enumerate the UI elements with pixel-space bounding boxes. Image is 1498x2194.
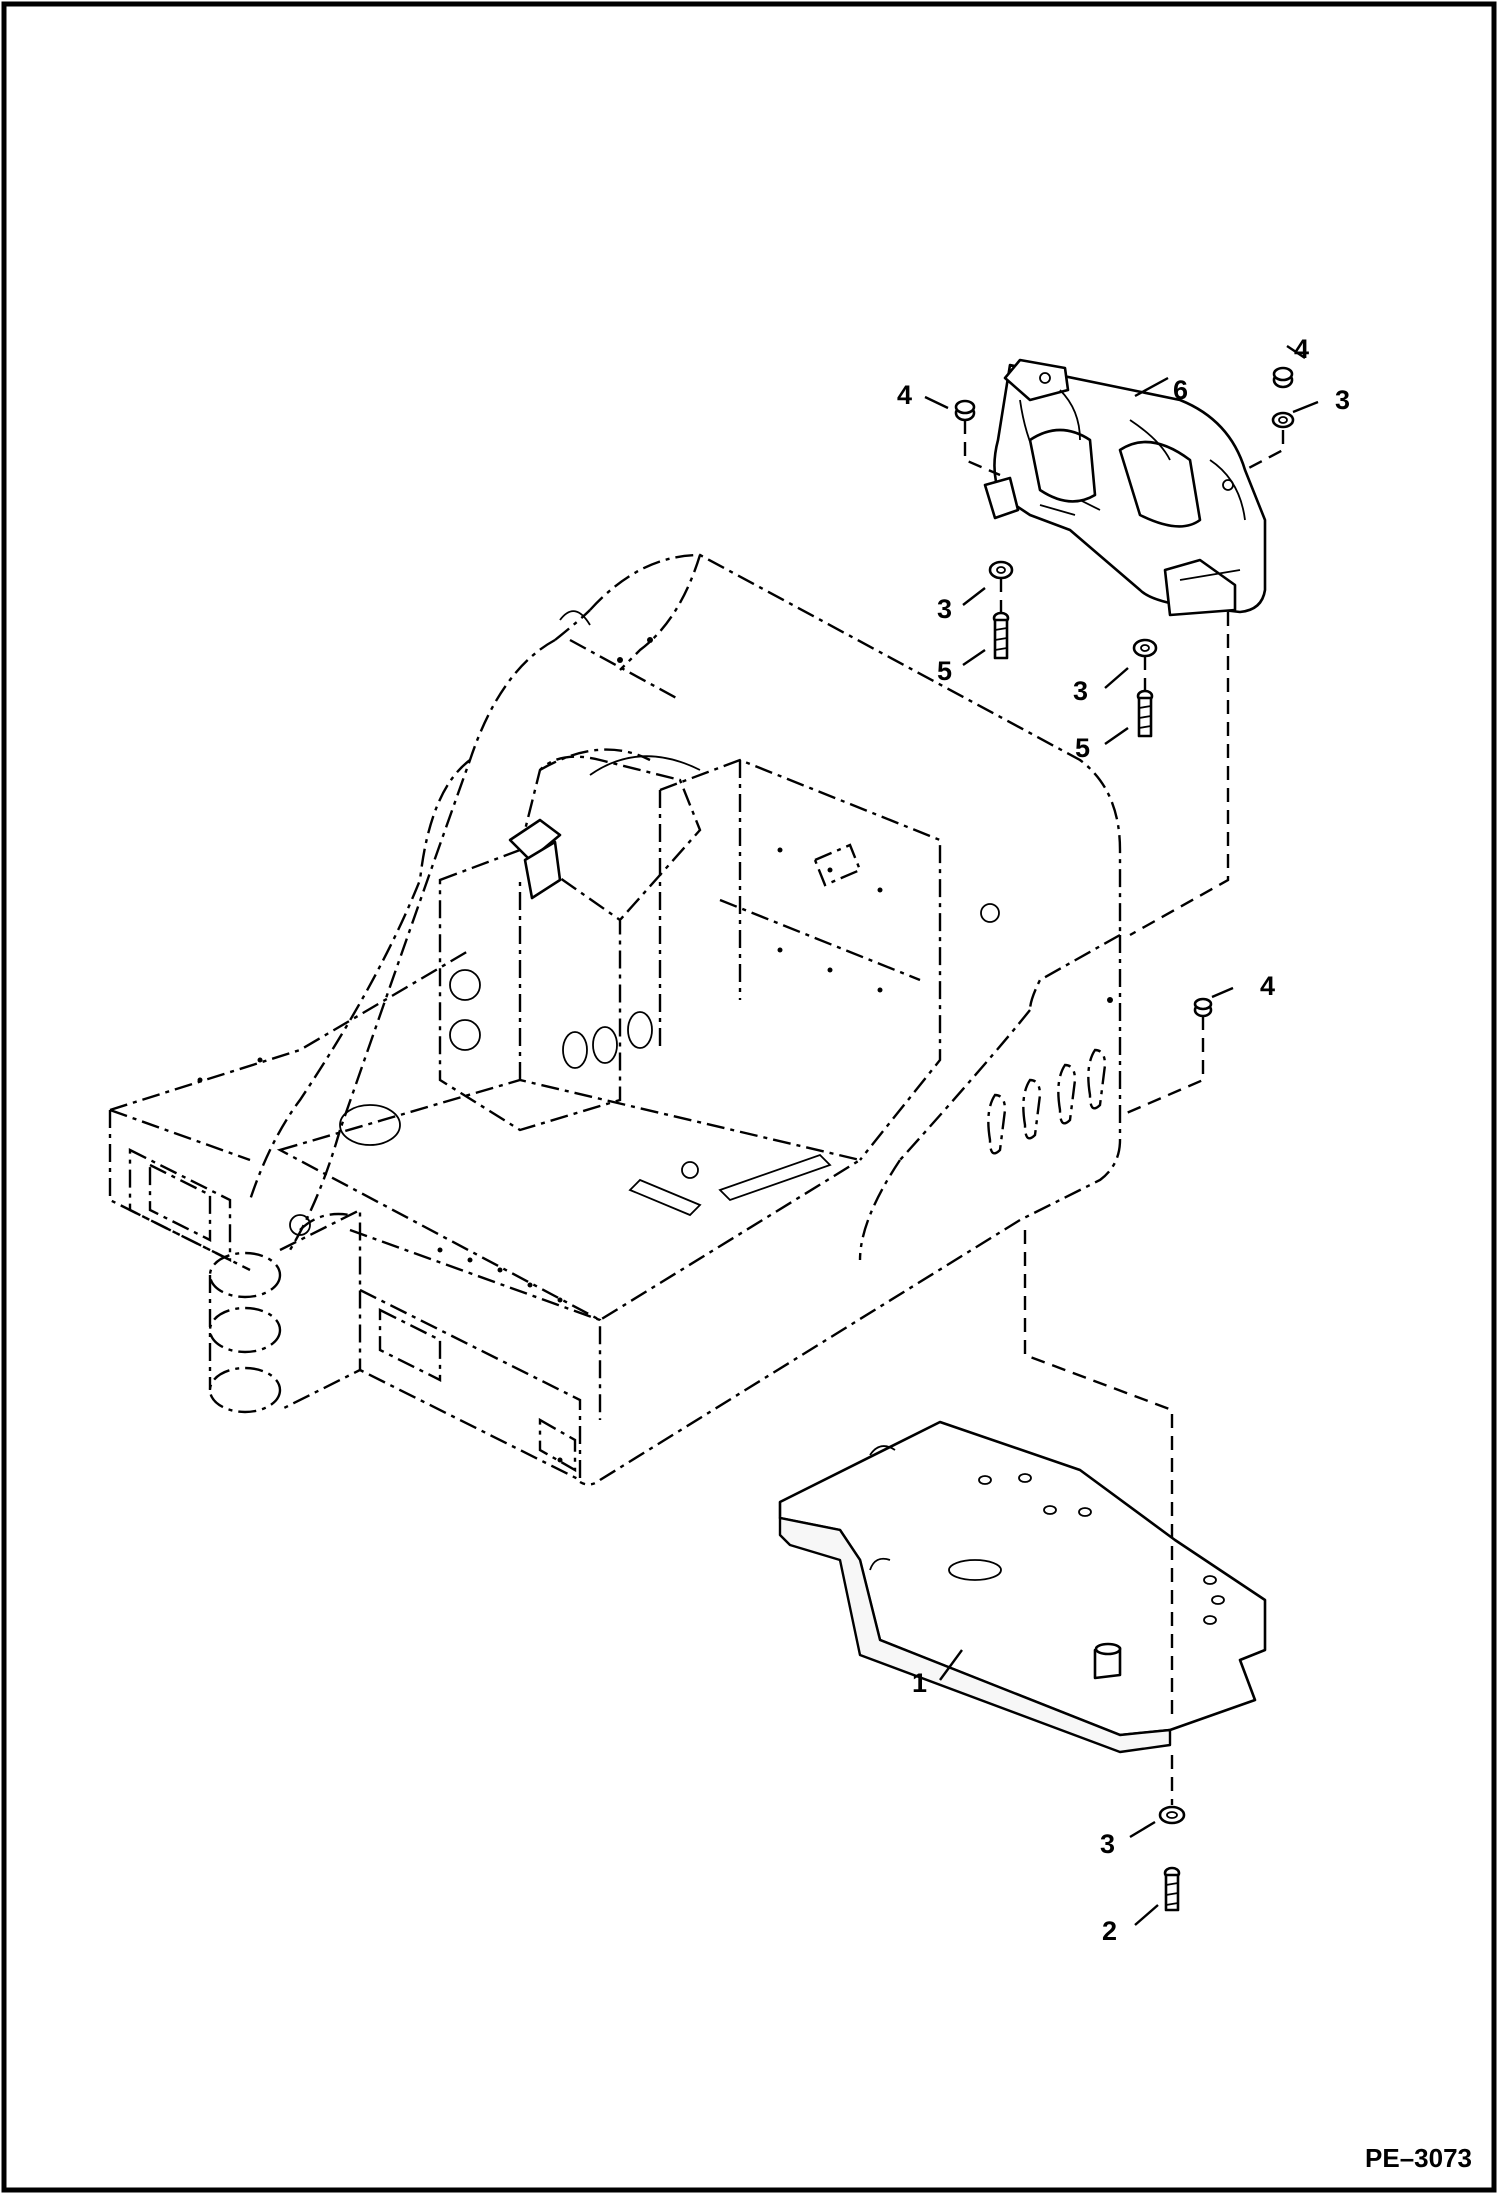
callout-3-top-right: 3: [1335, 385, 1350, 415]
operator-frame-assembly: [108, 553, 1122, 1486]
part-4-nut-mid-right: [1193, 997, 1213, 1018]
callout-leaders: [924, 345, 1319, 1926]
callout-2: 2: [1102, 1916, 1117, 1946]
callout-3-left: 3: [937, 594, 952, 624]
part-5-bolt-right: [1136, 689, 1154, 738]
assembly-lines: [963, 420, 1285, 1805]
part-1-floor-plate: [778, 1420, 1267, 1754]
callout-6: 6: [1173, 375, 1188, 405]
part-4-nut-top-right: [1272, 366, 1294, 389]
callout-4-top-left: 4: [897, 380, 912, 410]
rivet-holes: [197, 637, 1113, 1463]
part-4-nut-top-left: [954, 399, 976, 422]
part-2-bolt-bottom: [1163, 1866, 1181, 1912]
callout-3-mid: 3: [1073, 676, 1088, 706]
drawing-reference-code: PE–3073: [1365, 2143, 1472, 2173]
part-3-washer-top-right: [1271, 411, 1295, 429]
callout-labels: 4 6 4 3 3 5 3 5 4 1 3 2: [897, 334, 1350, 1946]
part-3-washer-left: [988, 560, 1014, 580]
callout-5-right: 5: [1075, 733, 1090, 763]
callout-4-mid-right: 4: [1260, 971, 1275, 1001]
part-6-rear-cover: [983, 358, 1267, 617]
callout-3-bottom: 3: [1100, 1829, 1115, 1859]
side-vent-slots: [987, 1048, 1107, 1155]
part-3-washer-bottom: [1158, 1805, 1186, 1825]
callout-1: 1: [912, 1668, 927, 1698]
callout-4-top-right: 4: [1294, 334, 1309, 364]
part-3-washer-mid: [1132, 638, 1158, 658]
part-5-bolt-left: [992, 611, 1010, 660]
callout-5-left: 5: [937, 656, 952, 686]
